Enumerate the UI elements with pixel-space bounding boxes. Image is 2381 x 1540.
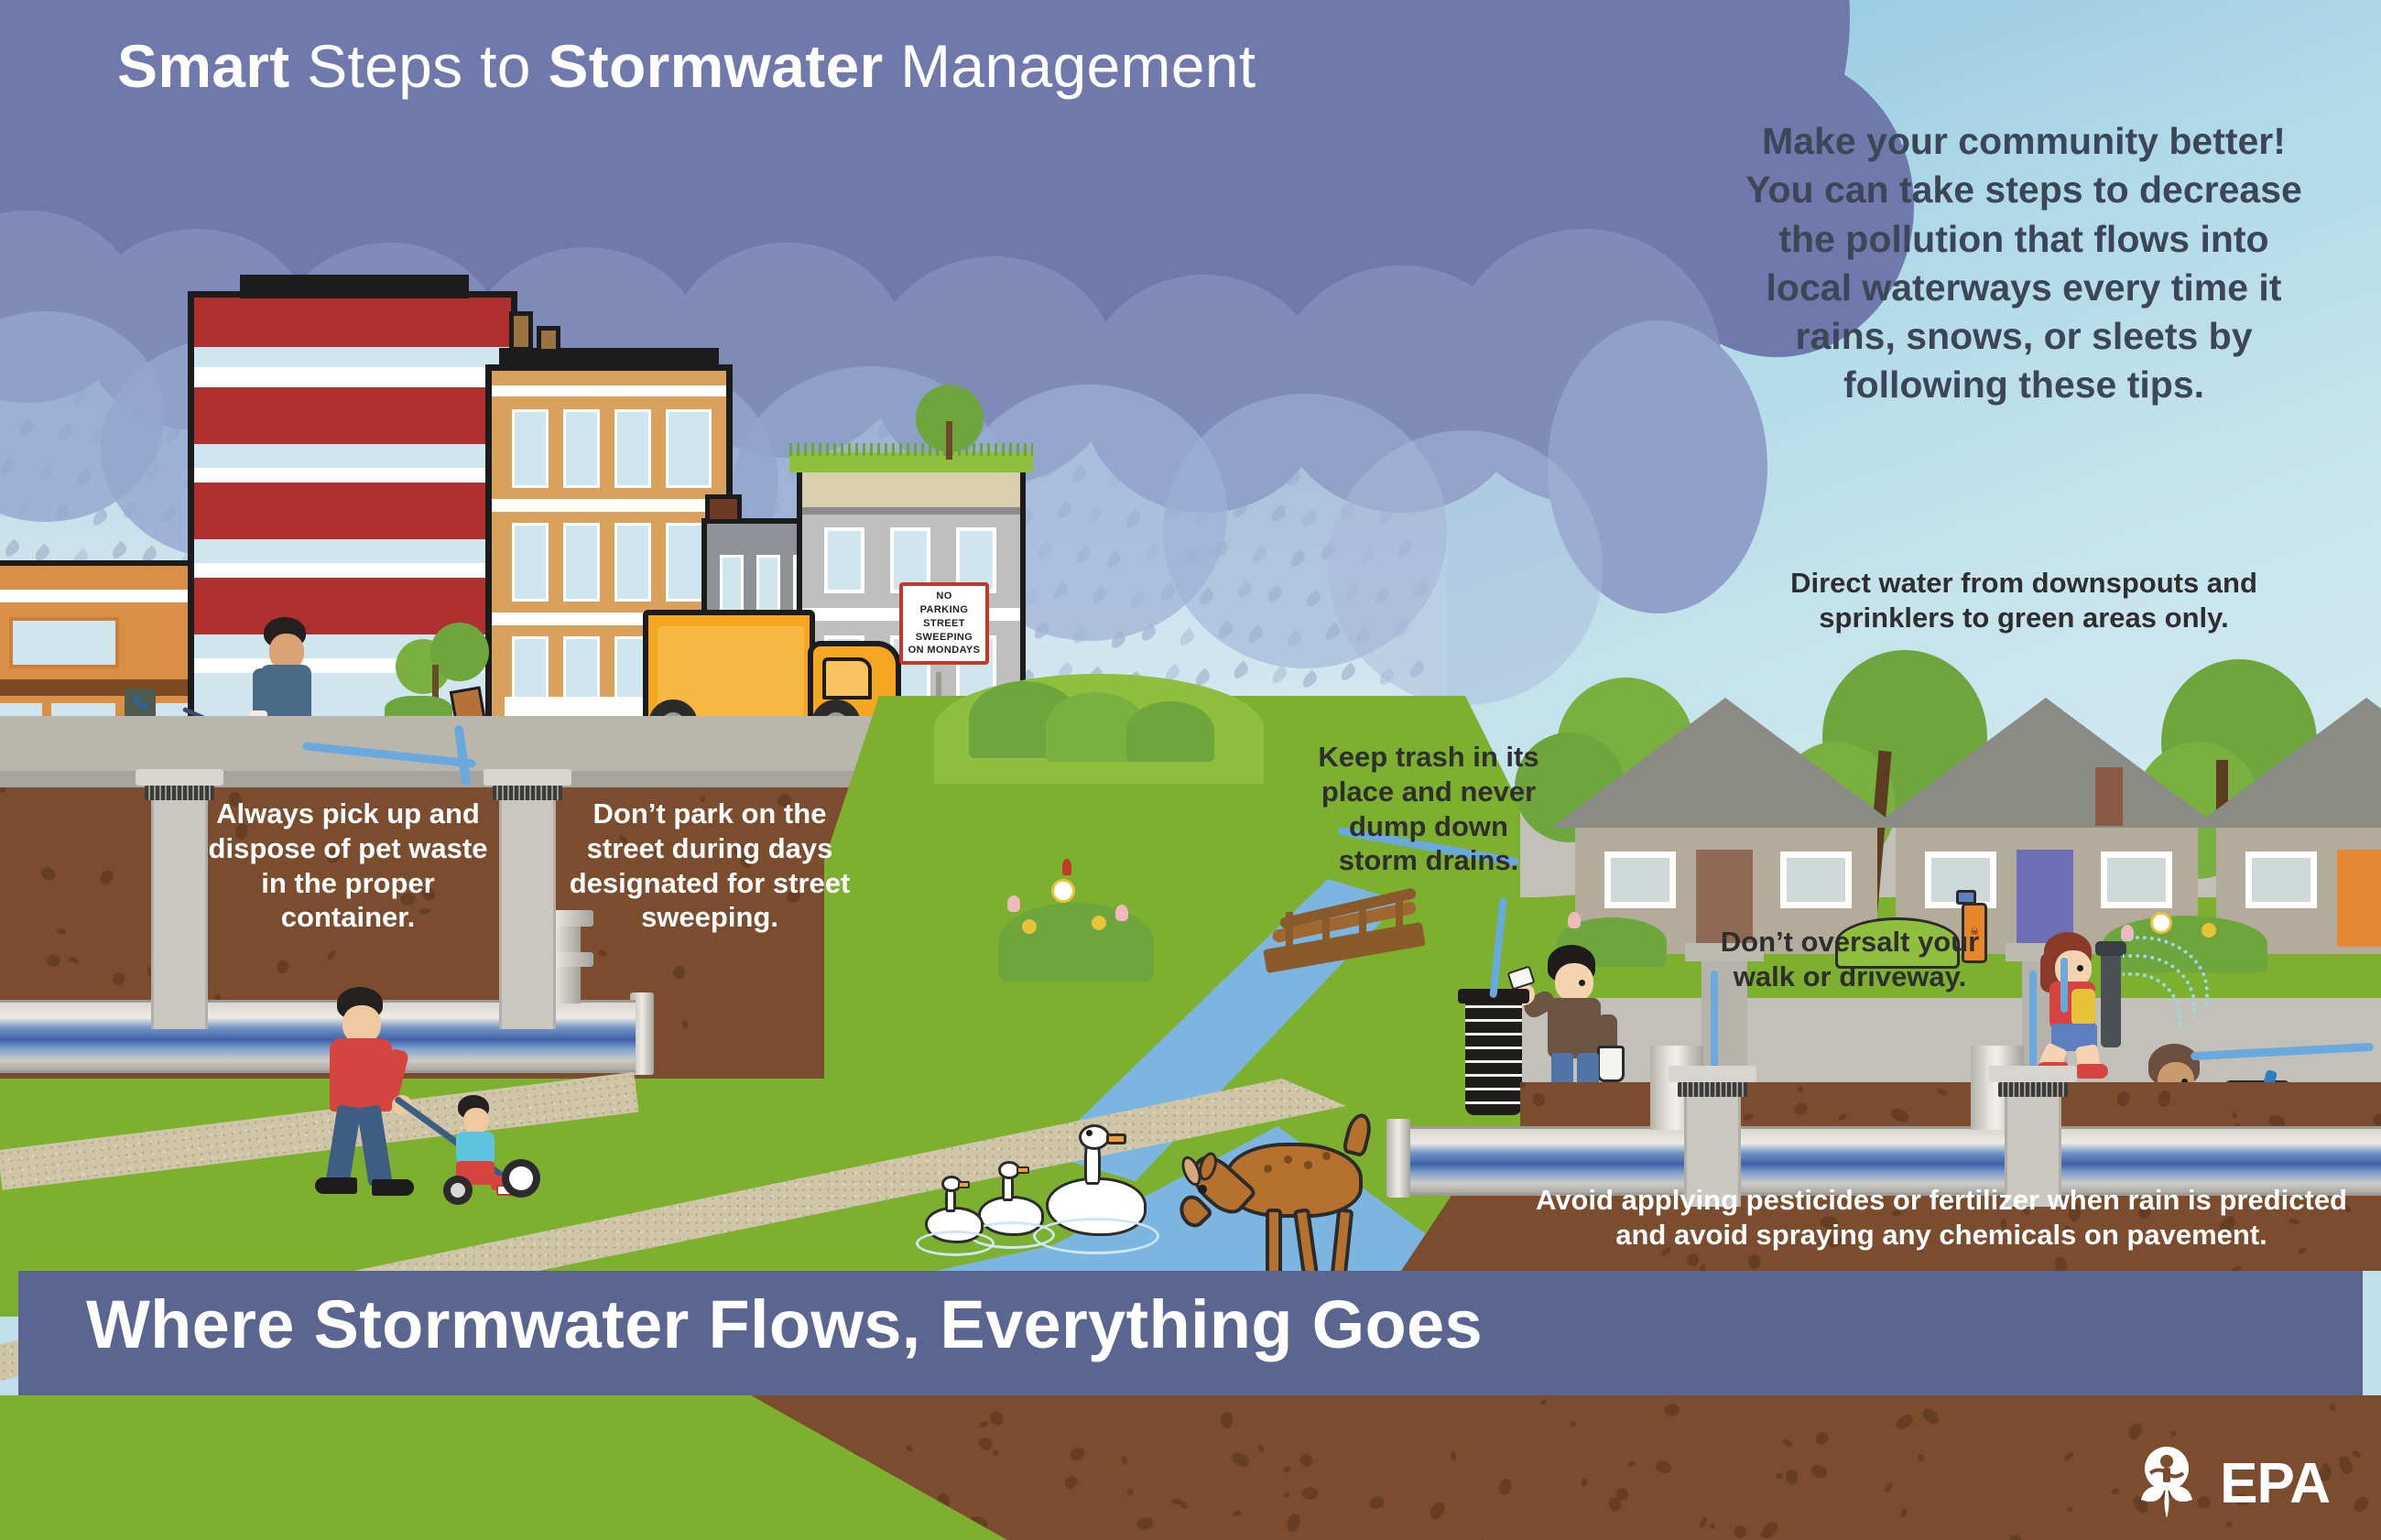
trash-can xyxy=(1465,996,1522,1115)
tip-downspouts: Direct water from downspouts and sprinkl… xyxy=(1790,567,2257,634)
street-tree-left-trunk xyxy=(432,665,439,721)
green-roof-grass xyxy=(789,452,1033,472)
tip-trash-storm-drains: Keep trash in its place and never dump d… xyxy=(1318,741,1539,877)
house-3-door xyxy=(2337,850,2381,947)
sign-line-3: STREET xyxy=(923,617,965,629)
tip-street-sweeping: Don’t park on the street during days des… xyxy=(569,797,851,934)
tip-pet-waste: Always pick up and dispose of pet waste … xyxy=(208,797,488,934)
epa-logo: EPA xyxy=(2123,1445,2331,1524)
house-1-stoop xyxy=(1685,943,1764,961)
house-2-roof xyxy=(1872,698,2220,828)
title-light-management: Management xyxy=(883,32,1256,100)
runoff-sprinkler xyxy=(2060,958,2068,1013)
intro-paragraph: Make your community better! You can take… xyxy=(1745,120,2302,407)
rooftop-tree-trunk xyxy=(946,421,952,460)
house-1-walkway xyxy=(1701,961,1747,1082)
title-light-steps: Steps to xyxy=(289,32,549,100)
page-title: Smart Steps to Stormwater Management xyxy=(117,31,1256,101)
house-2-chimney-icon xyxy=(2095,767,2123,826)
flowerbed-2-daisy xyxy=(2150,912,2172,934)
runoff-walkway-1 xyxy=(1711,971,1718,1090)
bottom-banner xyxy=(18,1271,2363,1395)
shrub-hill-3 xyxy=(1126,701,1214,762)
sign-line-4: SWEEPING xyxy=(915,631,973,643)
dog-icon: 🐾 xyxy=(131,695,149,710)
house-2-window-right xyxy=(2101,851,2172,908)
epa-wordmark: EPA xyxy=(2220,1452,2331,1515)
house-1-window-right xyxy=(1780,851,1852,908)
house-3-window-left xyxy=(2245,851,2317,908)
grey-building-chimney-icon xyxy=(705,494,742,524)
banner-headline: Where Stormwater Flows, Everything Goes xyxy=(86,1286,1483,1362)
house-2-door xyxy=(2017,850,2073,947)
sign-line-1: NO xyxy=(936,591,952,602)
tip-pesticides: Avoid applying pesticides or fertilizer … xyxy=(1536,1184,2347,1251)
epa-seal-icon xyxy=(2141,1447,2193,1518)
house-1-door xyxy=(1696,850,1753,947)
flowerbed-2-bloom xyxy=(2202,923,2216,938)
storm-drain-city-left xyxy=(136,769,223,1029)
chimney-small-icon xyxy=(537,326,560,353)
storm-sewer-pipe-right xyxy=(1401,1126,2381,1196)
title-bold-stormwater: Stormwater xyxy=(548,32,884,100)
spray-bottle-nozzle xyxy=(1956,890,1976,905)
house-1-window-left xyxy=(1604,851,1676,908)
tip-oversalt: Don’t oversalt your walk or driveway. xyxy=(1720,926,1980,992)
house-1-roof xyxy=(1551,698,1899,828)
chimney-icon xyxy=(509,311,533,352)
green-roof-blades xyxy=(789,443,1033,456)
no-parking-sign: NO PARKING STREET SWEEPING ON MONDAYS xyxy=(899,582,989,666)
runoff-walkway-2 xyxy=(2029,971,2037,1090)
fertilizer-mound xyxy=(1835,917,1960,969)
sprinkler-cap xyxy=(2095,941,2126,956)
tower-parapet xyxy=(240,275,469,298)
sign-line-2: PARKING xyxy=(919,603,969,615)
flowerbed-1-bloom xyxy=(1568,912,1581,928)
title-bold-smart: Smart xyxy=(117,32,290,100)
house-3-roof xyxy=(2192,698,2381,828)
pipe-outlet xyxy=(581,1000,636,1073)
sign-line-5: ON MONDAYS xyxy=(908,645,981,656)
storm-drain-suburb-1 xyxy=(1669,1066,1756,1207)
duckling-small-ripple xyxy=(916,1231,995,1256)
storm-drain-city-right xyxy=(484,769,571,1029)
sprinkler-head xyxy=(2101,947,2121,1047)
skull-hazard-icon: ☠ xyxy=(1970,927,1979,938)
pipe-outlet-collar-right xyxy=(1386,1119,1410,1198)
pesticide-spray-bottle: ☠ xyxy=(1962,903,1987,963)
storm-drain-suburb-2 xyxy=(1989,1066,2077,1207)
street-tree-left-canopy2 xyxy=(430,623,489,681)
